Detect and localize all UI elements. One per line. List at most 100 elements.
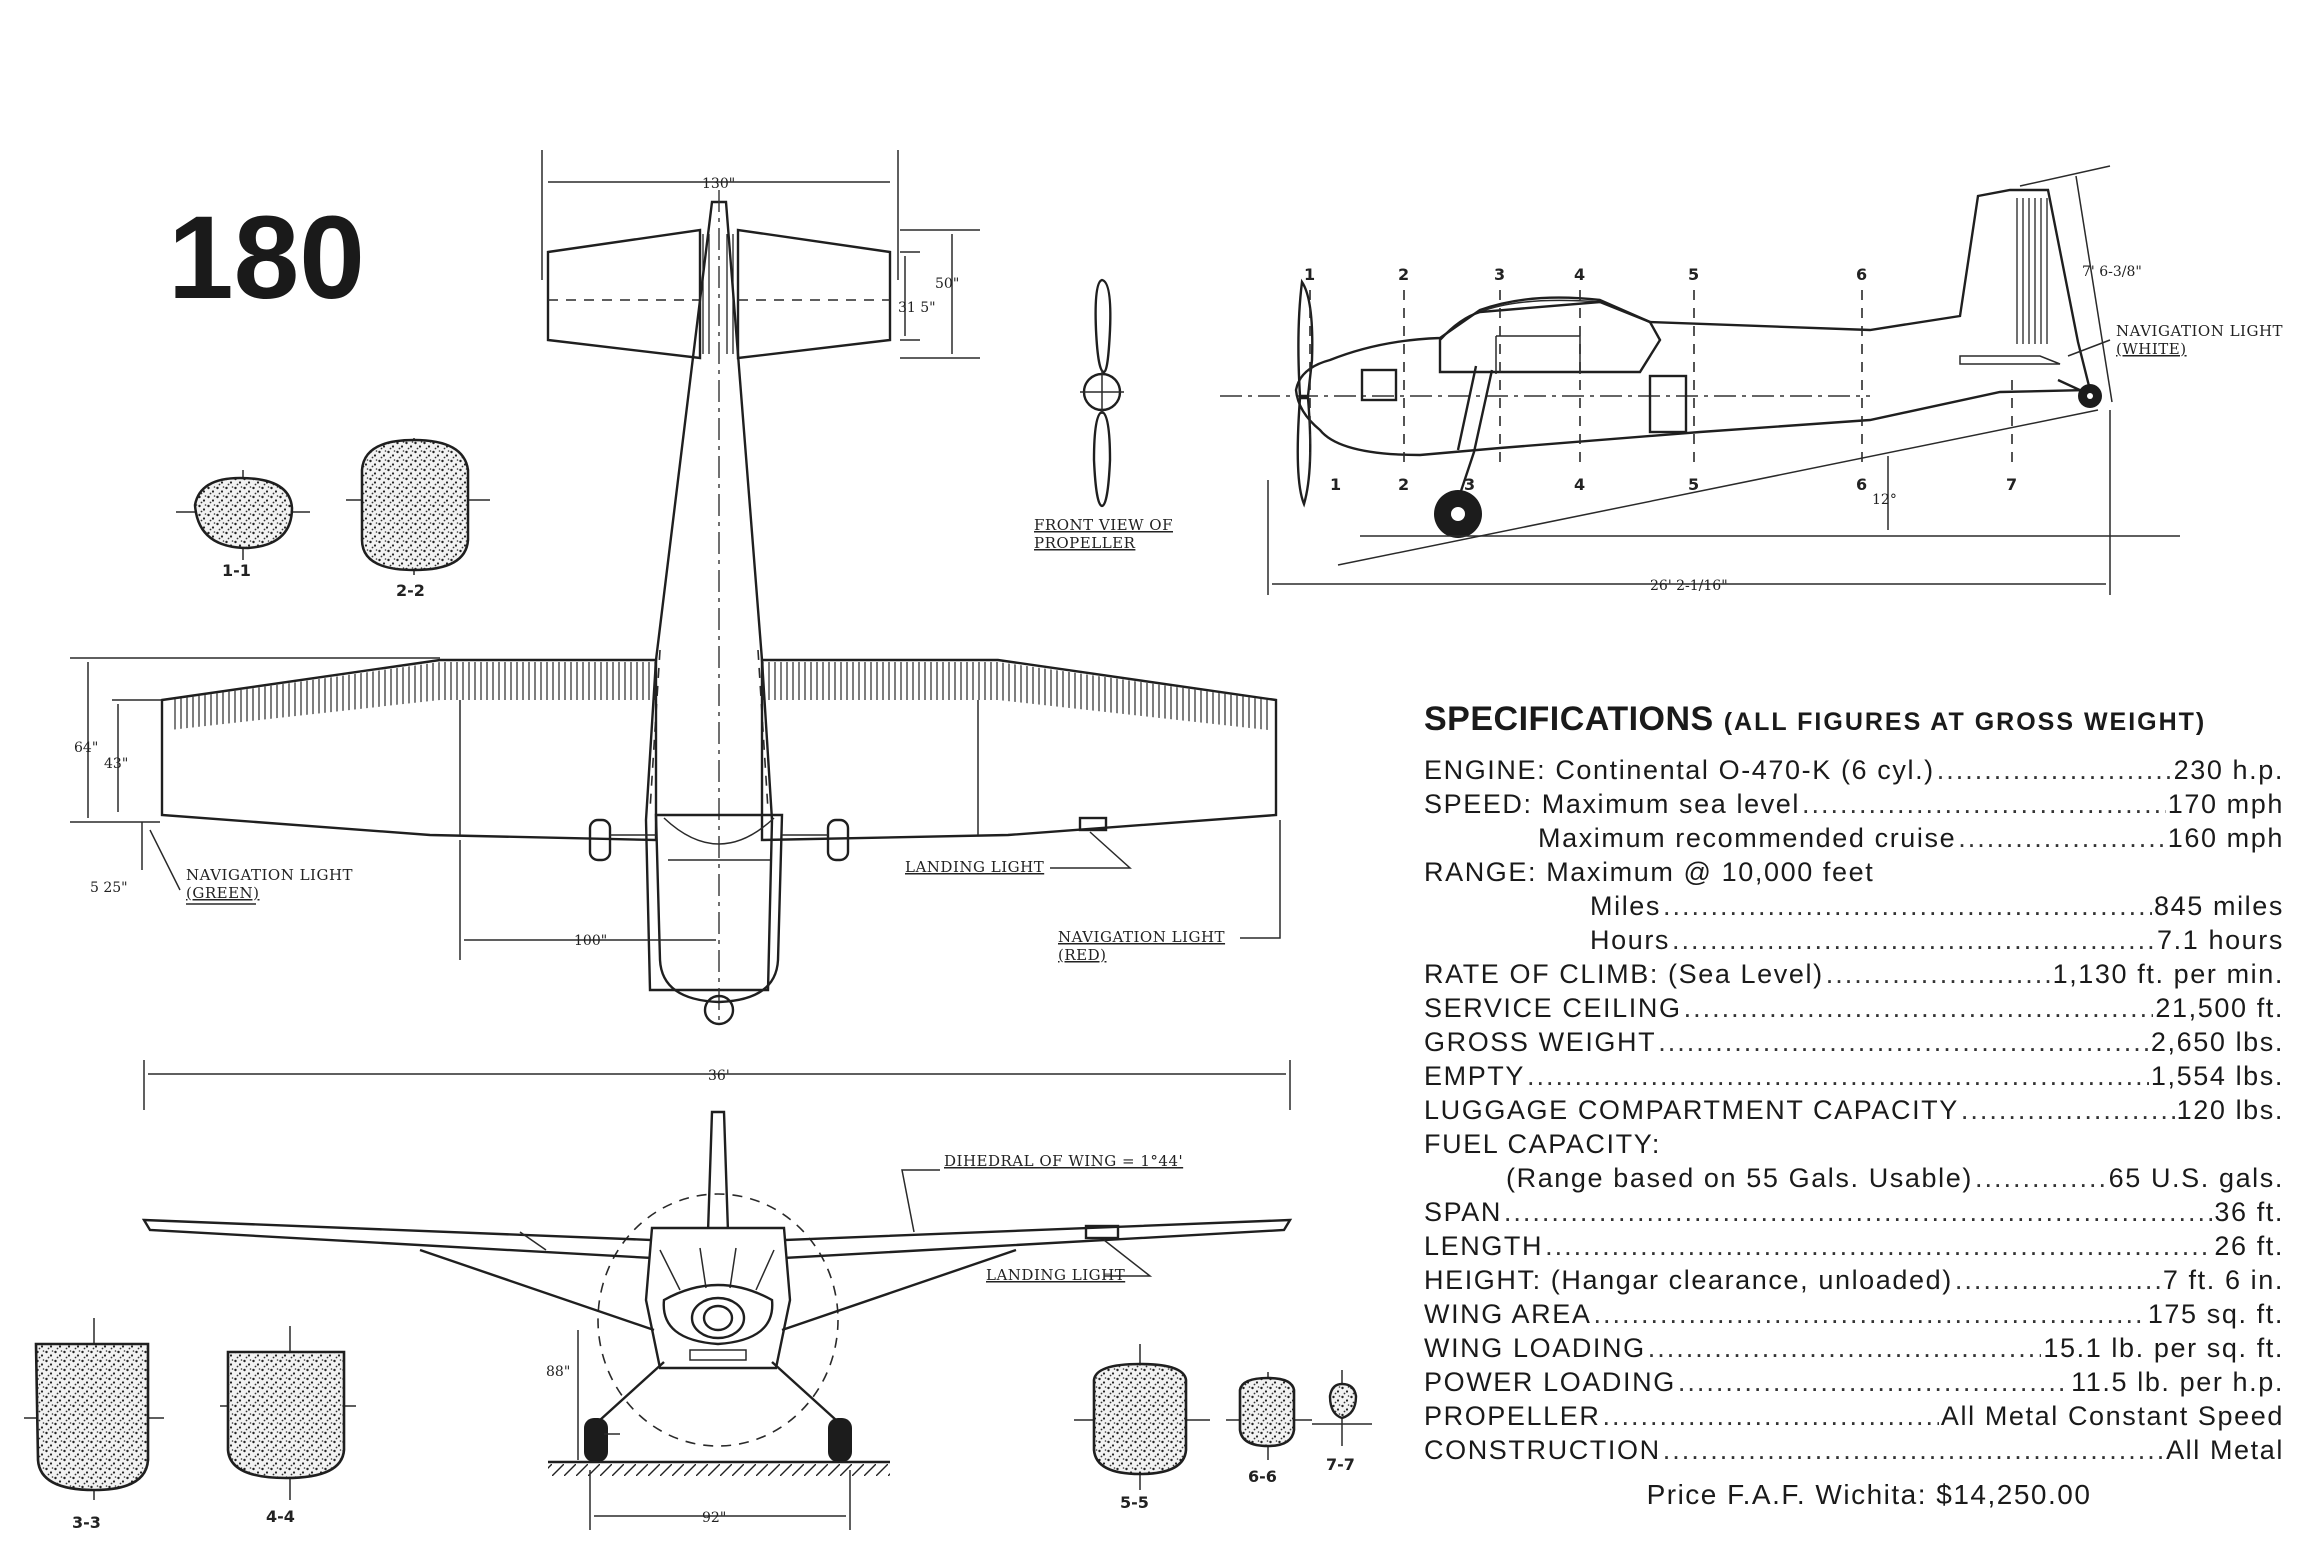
price-line: Price F.A.F. Wichita: $14,250.00	[1646, 1479, 2092, 1510]
svg-text:(WHITE): (WHITE)	[2116, 340, 2187, 358]
svg-text:31 5": 31 5"	[898, 300, 936, 316]
svg-text:6-6: 6-6	[1248, 1467, 1277, 1486]
svg-text:NAVIGATION LIGHT: NAVIGATION LIGHT	[186, 866, 353, 884]
spec-key: SPAN	[1424, 1197, 1502, 1227]
spec-leader-dots	[1975, 1161, 2107, 1195]
svg-text:6: 6	[1856, 265, 1867, 284]
spec-leader-dots	[1672, 923, 2155, 957]
svg-text:130": 130"	[702, 176, 735, 192]
spec-value: All Metal Constant Speed	[1940, 1401, 2284, 1431]
spec-leader-dots	[1602, 1399, 1938, 1433]
spec-value: 170 mph	[2167, 789, 2284, 819]
spec-value: 26 ft.	[2214, 1231, 2284, 1261]
svg-text:LANDING LIGHT: LANDING LIGHT	[905, 858, 1044, 876]
spec-value: 7.1 hours	[2157, 925, 2284, 955]
spec-key: CONSTRUCTION	[1424, 1435, 1661, 1465]
spec-row: ENGINE: Continental O-470-K (6 cyl.) 230 …	[1424, 753, 2284, 787]
spec-value: 65 U.S. gals.	[2108, 1163, 2284, 1193]
spec-leader-dots	[1504, 1195, 2212, 1229]
spec-leader-dots	[1663, 889, 2152, 923]
spec-leader-dots	[1955, 1263, 2161, 1297]
spec-row: SERVICE CEILING21,500 ft.	[1424, 991, 2284, 1025]
spec-value: 175 sq. ft.	[2147, 1299, 2284, 1329]
spec-key: PROPELLER	[1424, 1401, 1601, 1431]
svg-text:4: 4	[1574, 475, 1585, 494]
spec-key: GROSS WEIGHT	[1424, 1027, 1657, 1057]
spec-row: LUGGAGE COMPARTMENT CAPACITY120 lbs.	[1424, 1093, 2284, 1127]
svg-text:12°: 12°	[1872, 492, 1897, 508]
svg-text:2: 2	[1398, 265, 1409, 284]
spec-row: SPAN36 ft.	[1424, 1195, 2284, 1229]
svg-text:2: 2	[1398, 475, 1409, 494]
spec-row: POWER LOADING11.5 lb. per h.p.	[1424, 1365, 2284, 1399]
spec-row: Miles845 miles	[1424, 889, 2284, 923]
svg-text:4: 4	[1574, 265, 1585, 284]
svg-text:3-3: 3-3	[72, 1513, 101, 1532]
spec-key: RATE OF CLIMB: (Sea Level)	[1424, 959, 1824, 989]
spec-value: 230 h.p.	[2173, 755, 2284, 785]
specifications-panel: SPECIFICATIONS(ALL FIGURES AT GROSS WEIG…	[1424, 700, 2284, 1511]
spec-row: Maximum recommended cruise 160 mph	[1424, 821, 2284, 855]
spec-row: Hours7.1 hours	[1424, 923, 2284, 957]
spec-key: WING LOADING	[1424, 1333, 1646, 1363]
spec-row: RANGE: Maximum @ 10,000 feet	[1424, 855, 2284, 889]
spec-key: HEIGHT: (Hangar clearance, unloaded)	[1424, 1265, 1953, 1295]
svg-text:6: 6	[1856, 475, 1867, 494]
spec-value: 15.1 lb. per sq. ft.	[2043, 1333, 2284, 1363]
svg-text:88": 88"	[546, 1364, 570, 1380]
right-wing-front	[782, 1218, 1293, 1260]
side-view-dimensions: 26' 2-1/16" 7' 6-3/8" 12° NAVIGATION LIG…	[1267, 165, 2283, 595]
spec-value: 1,554 lbs.	[2150, 1061, 2284, 1091]
svg-text:43": 43"	[104, 756, 128, 772]
specifications-title: SPECIFICATIONS(ALL FIGURES AT GROSS WEIG…	[1424, 700, 2284, 739]
spec-value: 160 mph	[2167, 823, 2284, 853]
specs-title-text: SPECIFICATIONS	[1424, 700, 1714, 738]
front-view-dimensions: 92" 88" DIHEDRAL OF WING = 1°44' LANDING…	[546, 1152, 1183, 1530]
spec-value: 845 miles	[2154, 891, 2284, 921]
spec-key: WING AREA	[1424, 1299, 1592, 1329]
cross-sections-upper: 1-1 2-2	[176, 438, 490, 600]
spec-leader-dots	[1937, 753, 2172, 787]
svg-text:92": 92"	[702, 1510, 726, 1526]
svg-text:26' 2-1/16": 26' 2-1/16"	[1650, 578, 1728, 594]
spec-leader-dots	[1684, 991, 2154, 1025]
spec-row: CONSTRUCTIONAll Metal	[1424, 1433, 2284, 1467]
svg-text:1: 1	[1330, 475, 1341, 494]
side-view	[1220, 188, 2180, 566]
model-number: 180	[168, 192, 365, 324]
spec-row: PROPELLER All Metal Constant Speed	[1424, 1399, 2284, 1433]
spec-leader-dots	[1658, 1025, 2149, 1059]
spec-leader-dots	[1826, 957, 2051, 991]
spec-rows: ENGINE: Continental O-470-K (6 cyl.) 230 …	[1424, 753, 2284, 1467]
spec-row: RATE OF CLIMB: (Sea Level)1,130 ft. per …	[1424, 957, 2284, 991]
svg-text:1: 1	[1304, 265, 1315, 284]
svg-text:(RED): (RED)	[1058, 946, 1106, 964]
spec-key: RANGE: Maximum @ 10,000 feet	[1424, 857, 1875, 887]
svg-text:5: 5	[1688, 475, 1699, 494]
spec-key: ENGINE: Continental O-470-K (6 cyl.)	[1424, 755, 1935, 785]
svg-text:PROPELLER: PROPELLER	[1034, 534, 1136, 552]
spec-row: GROSS WEIGHT2,650 lbs.	[1424, 1025, 2284, 1059]
fuselage-top	[644, 200, 774, 992]
spec-value: 120 lbs.	[2176, 1095, 2284, 1125]
spec-key: Maximum recommended cruise	[1538, 823, 1957, 853]
right-stabilizer	[736, 228, 892, 360]
svg-text:7: 7	[2006, 475, 2017, 494]
cowling-top	[654, 813, 784, 1004]
svg-text:7-7: 7-7	[1326, 1455, 1355, 1474]
propeller-front-view: FRONT VIEW OF PROPELLER	[1034, 278, 1173, 552]
spec-key: (Range based on 55 Gals. Usable)	[1506, 1163, 1973, 1193]
front-view: 36'	[141, 1060, 1293, 1476]
spec-leader-dots	[1678, 1365, 2069, 1399]
spec-key: POWER LOADING	[1424, 1367, 1676, 1397]
top-view-dimensions: 130" 50" 31 5" 64" 43" 5 25" 100" NAVIGA…	[70, 150, 1281, 964]
left-stabilizer	[546, 228, 702, 360]
spec-key: LENGTH	[1424, 1231, 1544, 1261]
svg-text:3: 3	[1464, 475, 1475, 494]
svg-text:7' 6-3/8": 7' 6-3/8"	[2082, 264, 2142, 280]
spec-leader-dots	[1958, 821, 2166, 855]
svg-text:100": 100"	[574, 933, 607, 949]
svg-text:5-5: 5-5	[1120, 1493, 1149, 1512]
spec-leader-dots	[1802, 787, 2166, 821]
